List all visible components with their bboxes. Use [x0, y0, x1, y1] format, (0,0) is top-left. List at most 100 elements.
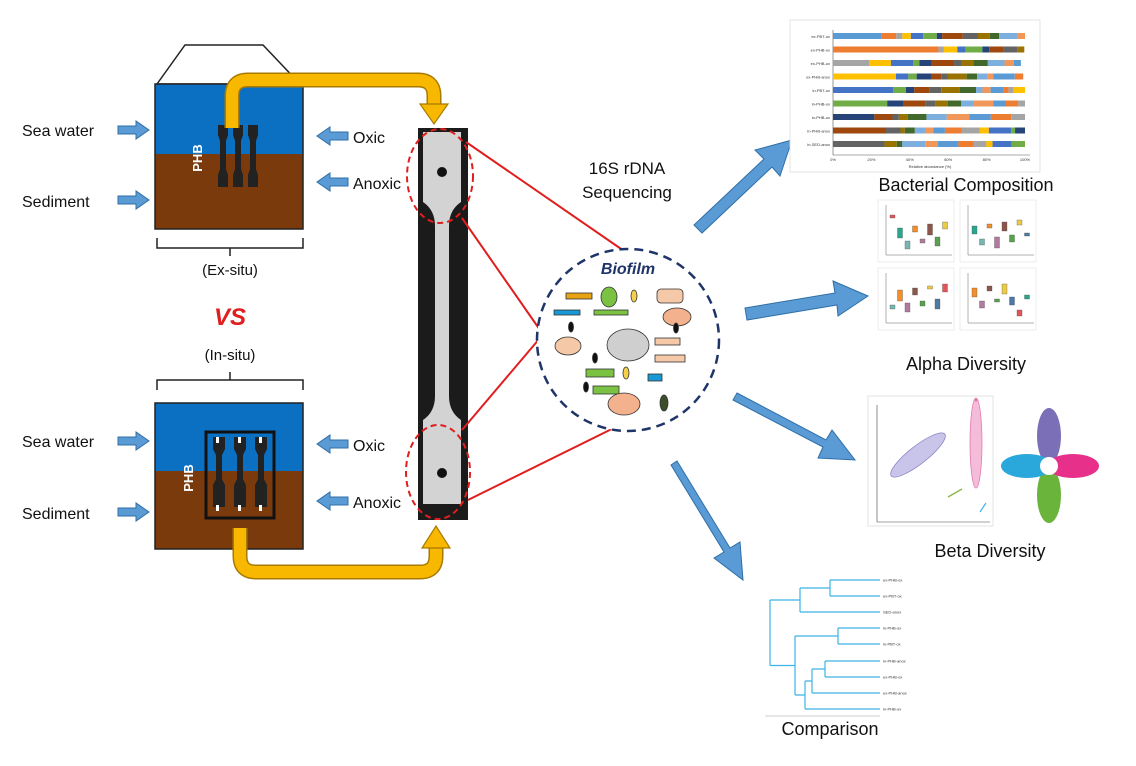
insitu-caption: (In-situ) — [205, 347, 256, 364]
sediment-label-top: Sediment — [22, 194, 90, 211]
composition-segment — [833, 114, 875, 120]
anoxic-label-bottom: Anoxic — [353, 495, 401, 512]
alpha-box — [934, 298, 941, 310]
composition-segment — [977, 73, 988, 80]
composition-segment — [898, 114, 908, 120]
composition-segment — [973, 100, 994, 107]
alpha-box — [897, 227, 903, 239]
composition-segment — [989, 33, 1000, 39]
composition-segment — [958, 141, 974, 147]
composition-segment — [833, 87, 894, 93]
alpha-panel-frame — [959, 199, 1037, 263]
composition-segment — [890, 60, 914, 66]
composition-segment — [886, 127, 901, 134]
alpha-box — [1009, 296, 1015, 306]
composition-segment — [916, 73, 931, 80]
composition-segment — [925, 100, 936, 107]
dendrogram-branch — [837, 627, 880, 645]
composition-segment — [904, 127, 915, 134]
sequencing-line1: 16S rDNA — [589, 159, 666, 178]
composition-tick-label: 80% — [983, 157, 991, 162]
composition-segment — [930, 73, 942, 80]
composition-segment — [1006, 100, 1019, 107]
composition-segment — [965, 46, 983, 53]
alpha-box — [1001, 221, 1008, 232]
dendrogram-leaf-label: in-PHB-ox — [883, 707, 901, 712]
composition-segment — [1011, 127, 1016, 134]
composition-segment — [925, 141, 938, 147]
composition-segment — [938, 46, 944, 53]
composition-segment — [926, 114, 947, 120]
composition-segment — [961, 127, 980, 134]
composition-segment — [990, 114, 1012, 120]
alpha-box — [904, 302, 911, 313]
composition-category-label: ex-PHB-anox — [806, 75, 830, 80]
dendrogram-leaf-label: in-PHB-ox — [883, 626, 901, 631]
alpha-box — [1016, 309, 1023, 317]
composition-segment — [833, 46, 939, 53]
composition-segment — [969, 114, 991, 120]
dendrogram-branch — [799, 587, 880, 613]
composition-segment — [833, 60, 870, 66]
alpha-box — [986, 223, 993, 229]
composition-segment — [900, 127, 905, 134]
composition-segment — [833, 100, 888, 107]
composition-segment — [903, 100, 926, 107]
alpha-panel-frame — [877, 267, 955, 331]
anoxic-label-top: Anoxic — [353, 176, 401, 193]
composition-segment — [1018, 100, 1025, 107]
composition-segment — [966, 73, 978, 80]
composition-segment — [946, 114, 970, 120]
sea-water-label-bottom: Sea water — [22, 434, 95, 451]
composition-segment — [941, 73, 948, 80]
insitu-bracket — [156, 372, 304, 390]
composition-segment — [1011, 141, 1025, 147]
phb-specimens — [218, 125, 258, 187]
composition-segment — [982, 87, 991, 93]
composition-segment — [947, 73, 967, 80]
composition-segment — [1017, 33, 1025, 39]
composition-segment — [1013, 60, 1021, 66]
composition-segment — [976, 87, 983, 93]
composition-segment — [942, 33, 963, 39]
beta-diversity-label: Beta Diversity — [934, 541, 1045, 561]
composition-segment — [902, 33, 911, 39]
exsitu-tank: PHB (Ex-situ) — [154, 44, 304, 279]
composition-tick-label: 40% — [906, 157, 914, 162]
alpha-box — [1009, 234, 1015, 243]
composition-segment — [986, 141, 993, 147]
alpha-diversity-label: Alpha Diversity — [906, 354, 1026, 374]
dendrogram-leaf-label: in-PHB-anox — [883, 659, 906, 664]
composition-segment — [887, 100, 904, 107]
dendrogram-leaf-label: ex-PHB-anox — [883, 691, 907, 696]
composition-segment — [947, 100, 962, 107]
composition-segment — [881, 33, 897, 39]
dendrogram-branch — [804, 680, 880, 710]
sea-water-label-top: Sea water — [22, 123, 95, 140]
dendrogram-leaf-label: SED-anox — [883, 610, 901, 615]
composition-segment — [962, 33, 979, 39]
composition-segment — [937, 141, 959, 147]
composition-segment — [833, 141, 885, 147]
composition-segment — [1003, 46, 1018, 53]
composition-segment — [874, 114, 893, 120]
composition-segment — [933, 127, 945, 134]
composition-segment — [993, 100, 1007, 107]
dendrogram-branch — [829, 579, 880, 597]
alpha-box — [986, 285, 993, 292]
composition-segment — [943, 46, 958, 53]
beta-diversity-pcoa — [867, 395, 994, 527]
composition-segment — [982, 46, 990, 53]
comparison-label: Comparison — [781, 719, 878, 739]
dendrogram-leaf-label: ex-PHB-ox — [883, 578, 902, 583]
dogbone-specimen — [418, 128, 468, 520]
side-arrows — [117, 120, 349, 522]
alpha-box — [927, 223, 933, 236]
alpha-box — [979, 238, 985, 246]
microbes — [553, 286, 692, 416]
insitu-specimens — [213, 437, 267, 507]
alpha-diversity-panels — [877, 199, 1037, 331]
zoom-indicators — [405, 128, 631, 520]
sediment-layer — [155, 154, 303, 229]
insitu-tank: (In-situ) PHB — [154, 347, 304, 550]
